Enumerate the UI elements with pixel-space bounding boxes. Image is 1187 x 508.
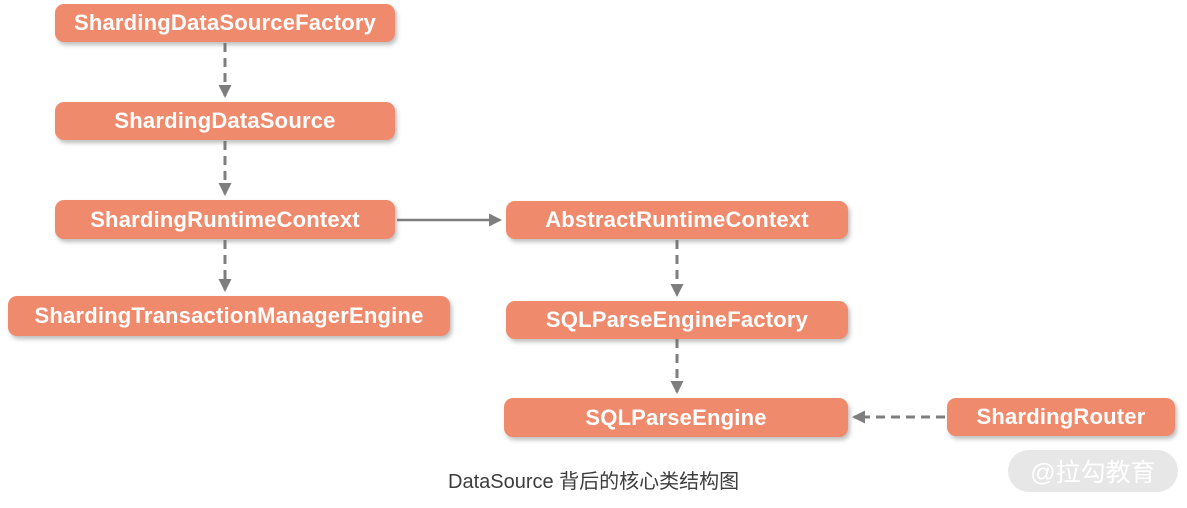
node-abstract-runtime-context: AbstractRuntimeContext <box>506 201 848 239</box>
node-sharding-router: ShardingRouter <box>947 398 1175 436</box>
node-sharding-data-source: ShardingDataSource <box>55 102 395 140</box>
node-sharding-data-source-factory: ShardingDataSourceFactory <box>55 4 395 42</box>
watermark-badge: @拉勾教育 <box>1008 450 1178 492</box>
node-sharding-transaction-manager-engine: ShardingTransactionManagerEngine <box>8 296 450 336</box>
node-sharding-runtime-context: ShardingRuntimeContext <box>55 200 395 239</box>
diagram-caption: DataSource 背后的核心类结构图 <box>448 471 740 493</box>
node-sql-parse-engine: SQLParseEngine <box>504 398 848 437</box>
node-sql-parse-engine-factory: SQLParseEngineFactory <box>506 301 848 339</box>
